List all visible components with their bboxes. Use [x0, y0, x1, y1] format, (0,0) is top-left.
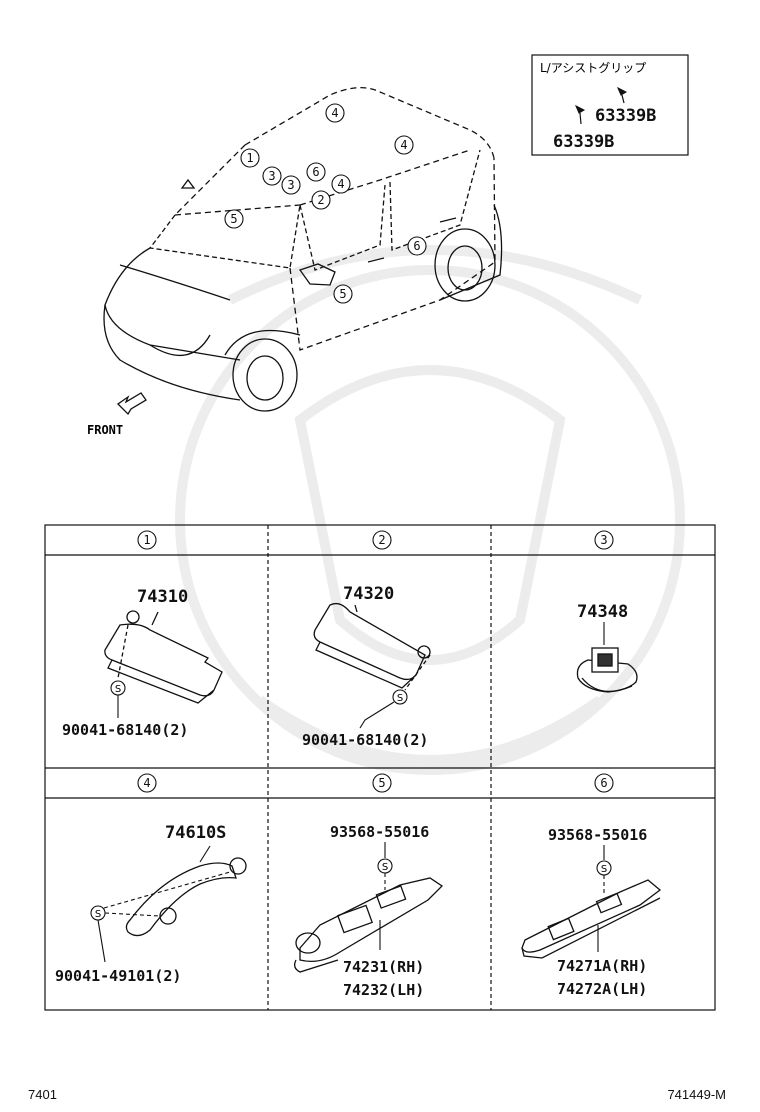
cell-6-switch: 93568-55016 S 74271A(RH) 74272A(LH)	[521, 826, 662, 998]
callout-2	[311, 190, 331, 210]
front-arrow-icon	[116, 392, 147, 416]
callout-4-rear-label: 4	[400, 138, 407, 152]
footer-diagram-id: 741449-M	[667, 1087, 726, 1102]
vehicle-callout-numbers: 4 4 1 3 3 6 4 2 5 6 5	[230, 106, 420, 301]
vehicle-callouts	[224, 103, 427, 304]
callout-6a-label: 6	[312, 165, 319, 179]
cell-2-screw: 90041-68140(2)	[302, 731, 428, 749]
window-switch-panel-icon	[294, 877, 444, 973]
inset-box: L/アシストグリップ 63339B 63339B	[531, 54, 689, 156]
screw-mark: S	[95, 909, 101, 920]
callout-4-roof	[325, 103, 345, 123]
callout-5b-label: 5	[339, 287, 346, 301]
screw-mark: S	[397, 693, 403, 704]
cell-6-part-rh: 74271A(RH)	[557, 957, 647, 975]
cell-5-switch: 93568-55016 S 74231(RH) 74232(LH)	[294, 823, 444, 999]
header-5: 5	[378, 776, 385, 790]
callout-1	[240, 148, 260, 168]
assist-grip-icon	[125, 857, 247, 937]
callout-3b	[281, 175, 301, 195]
inset-title: L/アシストグリップ	[540, 61, 646, 75]
sun-visor-icon	[313, 602, 431, 691]
cell-2-visor: 74320 S 90041-68140(2)	[302, 584, 431, 749]
header-4: 4	[143, 776, 150, 790]
cell-2-part: 74320	[343, 584, 394, 604]
cell-6-part-lh: 74272A(LH)	[557, 980, 647, 998]
header-3: 3	[600, 533, 607, 547]
callout-6a	[306, 162, 326, 182]
cell-5-part-lh: 74232(LH)	[343, 981, 424, 999]
cell-1-visor: 74310 S 90041-68140(2)	[62, 587, 223, 739]
cell-4-part: 74610S	[165, 823, 226, 843]
vehicle-drawing	[103, 87, 503, 412]
callout-1-label: 1	[246, 151, 253, 165]
header-6: 6	[600, 776, 607, 790]
window-switch-panel-icon	[521, 879, 662, 959]
cell-5-screw: 93568-55016	[330, 823, 429, 841]
callout-3a	[262, 166, 282, 186]
header-2: 2	[378, 533, 385, 547]
clip-icon	[575, 86, 628, 125]
watermark-emblem	[175, 245, 685, 775]
callout-5a	[224, 209, 244, 229]
callout-2-label: 2	[317, 193, 324, 207]
footer-page-code: 7401	[28, 1087, 57, 1102]
callout-6b-label: 6	[413, 239, 420, 253]
inset-part-a: 63339B	[595, 106, 656, 126]
screw-mark: S	[382, 862, 388, 873]
callout-4b	[331, 174, 351, 194]
callout-6b	[407, 236, 427, 256]
screw-mark: S	[601, 864, 607, 875]
screw-icon	[392, 689, 408, 705]
callout-5b	[333, 284, 353, 304]
cell-4-grip: 74610S S 90041-49101(2)	[55, 823, 247, 985]
callout-3a-label: 3	[268, 169, 275, 183]
cell-4-screw: 90041-49101(2)	[55, 967, 181, 985]
cell-5-part-rh: 74231(RH)	[343, 958, 424, 976]
callout-3b-label: 3	[287, 178, 294, 192]
cell-6-screw: 93568-55016	[548, 826, 647, 844]
table-header-circles	[137, 530, 614, 793]
header-1: 1	[143, 533, 150, 547]
cell-1-part: 74310	[137, 587, 188, 607]
sun-visor-icon	[104, 610, 223, 704]
callout-5a-label: 5	[230, 212, 237, 226]
callout-4b-label: 4	[337, 177, 344, 191]
callout-4-roof-label: 4	[331, 106, 338, 120]
callout-4-rear	[394, 135, 414, 155]
cell-1-screw: 90041-68140(2)	[62, 721, 188, 739]
parts-table-grid	[44, 524, 716, 1011]
cell-3-part: 74348	[577, 602, 628, 622]
inset-part-b: 63339B	[553, 132, 614, 152]
cell-3-holder: 74348	[576, 602, 638, 693]
table-header-numbers: 1 2 3 4 5 6	[143, 533, 607, 790]
screw-mark: S	[115, 684, 121, 695]
visor-holder-icon	[576, 647, 638, 693]
front-label: FRONT	[87, 423, 123, 437]
